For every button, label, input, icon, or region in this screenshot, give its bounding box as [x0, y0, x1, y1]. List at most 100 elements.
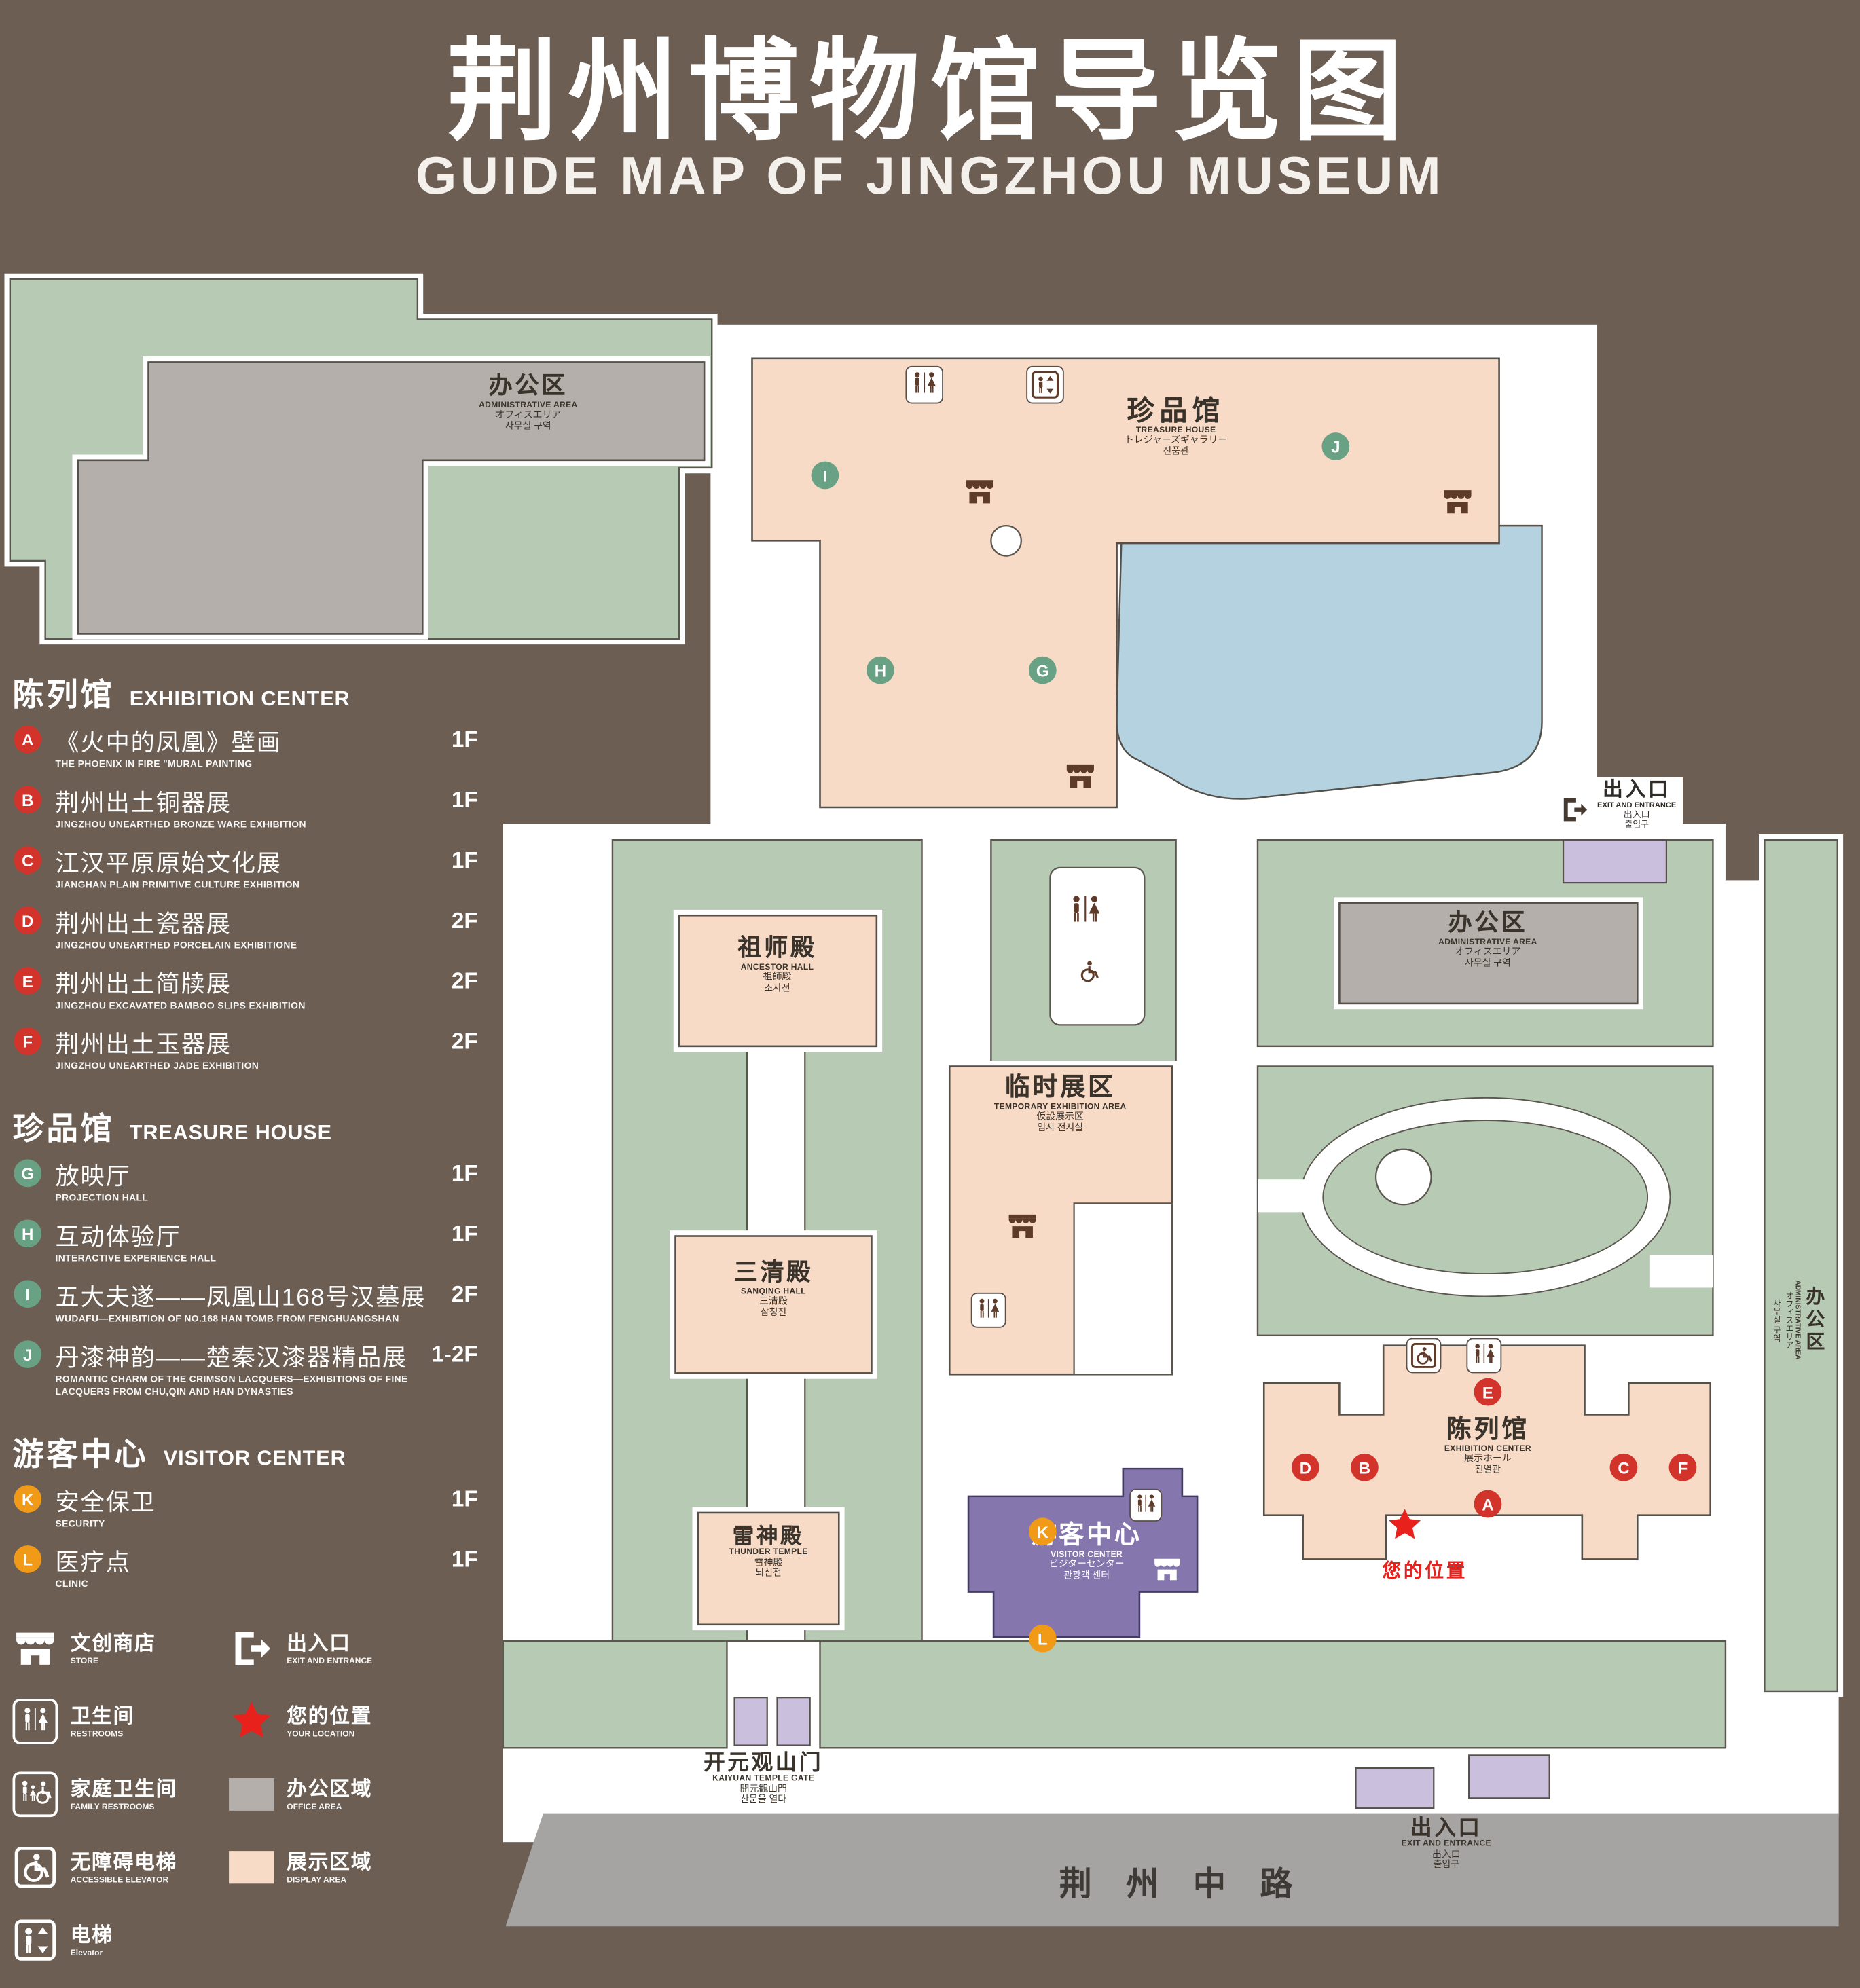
treasure-house-round-feature	[990, 525, 1022, 557]
gate-pillar-east	[776, 1697, 811, 1746]
jp-line: オフィスエリア	[1783, 1291, 1793, 1349]
jp-line: 開元観山門	[740, 1782, 787, 1794]
restrooms-icon	[1129, 1488, 1163, 1522]
item-floor: 1F	[451, 1486, 478, 1512]
letter-badge: I	[14, 1280, 42, 1308]
store-icon	[1064, 760, 1097, 792]
item-floor: 1F	[451, 1221, 478, 1247]
symbol-zh: 展示区域	[287, 1852, 373, 1873]
legend-item-j: J 丹漆神韵——楚秦汉漆器精品展 ROMANTIC CHARM OF THE C…	[13, 1339, 498, 1422]
item-title-zh: 荆州出土瓷器展	[55, 911, 232, 938]
symbol-en: ACCESSIBLE ELEVATOR	[70, 1875, 169, 1885]
map-marker-l: L	[1028, 1624, 1057, 1653]
ancestor-hall-label: 祖师殿 ANCESTOR HALL 祖師殿 조사전	[737, 936, 817, 993]
gate-pillar-west	[733, 1697, 768, 1746]
item-title-en: JINGZHOU UNEARTHED JADE EXHIBITION	[55, 1060, 259, 1071]
legend-section-exhibition-center: 陈列馆 EXHIBITION CENTER	[13, 670, 498, 713]
kr-line: 진열관	[1474, 1463, 1501, 1475]
symbol-en: STORE	[70, 1657, 98, 1665]
kr-line: 임시 전시실	[1037, 1121, 1084, 1133]
letter-badge: K	[14, 1485, 42, 1513]
page-subtitle: GUIDE MAP OF JINGZHOU MUSEUM	[415, 145, 1445, 205]
sanqing-hall-label: 三清殿 SANQING HALL 三清殿 삼청전	[734, 1260, 814, 1318]
en-line: SANQING HALL	[740, 1287, 807, 1296]
road	[505, 1813, 1839, 1927]
zh-line: 珍品馆	[1127, 394, 1225, 426]
exit-right-pavilion	[1562, 839, 1668, 884]
admin-top-building	[77, 361, 706, 635]
map-marker-e: E	[1474, 1378, 1502, 1406]
admin-right-building	[1338, 902, 1639, 1005]
store-icon	[1152, 1554, 1182, 1584]
temporary-exhibition-label: 临时展区 TEMPORARY EXHIBITION AREA 仮設展示区 임시 …	[994, 1074, 1127, 1134]
item-floor: 2F	[451, 908, 478, 934]
symbol-zh: 出入口	[287, 1632, 351, 1655]
thunder-temple-label: 雷神殿 THUNDER TEMPLE 雷神殿 뇌신전	[729, 1524, 807, 1579]
en-line: EXHIBITION CENTER	[1444, 1444, 1531, 1454]
en-line: EXIT AND ENTRANCE	[1597, 803, 1677, 811]
item-title-en: ROMANTIC CHARM OF THE CRIMSON LACQUERS—E…	[55, 1373, 408, 1397]
garden-plaza	[1374, 1148, 1432, 1206]
restrooms-icon	[905, 365, 943, 404]
legend-item-g: G 放映厅 PROJECTION HALL 1F	[13, 1158, 498, 1219]
item-floor: 1-2F	[431, 1342, 478, 1367]
item-title-en: JINGZHOU UNEARTHED BRONZE WARE EXHIBITIO…	[55, 818, 306, 830]
zh-line: 雷神殿	[732, 1524, 805, 1548]
road-name: 荆 州 中 路	[1059, 1864, 1306, 1903]
letter-badge: F	[14, 1027, 42, 1055]
symbol-zh: 您的位置	[287, 1706, 373, 1727]
store-icon	[13, 1626, 58, 1672]
symbol-en: FAMILY RESTROOMS	[70, 1802, 155, 1811]
jp-line: オフィスエリア	[1455, 945, 1521, 957]
admin-side-label: 办公区 ADMINISTRATIVE AREA オフィスエリア 사무실 구역	[1768, 1151, 1827, 1490]
zh-line: 办公区	[1803, 1286, 1825, 1355]
item-title-zh: 五大夫遂——凤凰山168号汉墓展	[55, 1285, 426, 1312]
letter-badge: H	[14, 1219, 42, 1248]
en-line: VISITOR CENTER	[1051, 1550, 1123, 1560]
symbol-zh: 电梯	[70, 1924, 113, 1946]
symbol-zh: 无障碍电梯	[70, 1852, 178, 1873]
treasure-house-building	[751, 357, 1500, 809]
symbol-en: DISPLAY AREA	[287, 1875, 347, 1885]
en-line: EXIT AND ENTRANCE	[1401, 1840, 1491, 1849]
en-line: ANCESTOR HALL	[740, 962, 814, 972]
kr-line: 뇌신전	[755, 1567, 782, 1579]
map-marker-g: G	[1028, 656, 1057, 684]
office-area-swatch	[229, 1771, 274, 1817]
item-title-zh: 医疗点	[55, 1550, 131, 1577]
legend-item-k: K 安全保卫 SECURITY 1F	[13, 1484, 498, 1544]
item-title-en: CLINIC	[55, 1578, 89, 1589]
legend-symbol-exit: 出入口 EXIT AND ENTRANCE	[229, 1612, 498, 1685]
map-marker-b: B	[1351, 1453, 1379, 1481]
item-floor: 1F	[451, 726, 478, 752]
garden-path-stub-east	[1649, 1255, 1713, 1288]
item-floor: 1F	[451, 1546, 478, 1572]
exit-bottom-label: 出入口 EXIT AND ENTRANCE 出入口 출입구	[1402, 1816, 1491, 1871]
item-title-zh: 荆州出土玉器展	[55, 1032, 232, 1059]
accessible-elevator-icon	[1406, 1338, 1442, 1374]
map-marker-k: K	[1028, 1517, 1057, 1546]
store-icon	[1006, 1210, 1039, 1242]
kr-line: 출입구	[1433, 1858, 1459, 1871]
zh-line: 出入口	[1410, 1816, 1482, 1840]
item-title-zh: 安全保卫	[55, 1490, 156, 1517]
item-title-en: JIANGHAN PLAIN PRIMITIVE CULTURE EXHIBIT…	[55, 879, 300, 891]
letter-badge: D	[14, 906, 42, 935]
legend-item-b: B 荆州出土铜器展 JINGZHOU UNEARTHED BRONZE WARE…	[13, 785, 498, 845]
legend-section-visitor-center: 游客中心 VISITOR CENTER	[13, 1430, 498, 1473]
page-title: 荆州博物馆导览图	[447, 29, 1413, 153]
jp-line: 出入口	[1432, 1848, 1461, 1860]
legend-item-l: L 医疗点 CLINIC 1F	[13, 1544, 498, 1604]
your-location-icon	[1386, 1507, 1424, 1545]
map-marker-d: D	[1292, 1453, 1319, 1481]
accessible-elevator-icon	[13, 1845, 58, 1890]
display-area-swatch	[229, 1845, 274, 1890]
treasure-house-label: 珍品馆 TREASURE HOUSE トレジャーズギャラリー 진품관	[1125, 395, 1227, 458]
symbol-zh: 家庭卫生间	[70, 1778, 178, 1801]
kr-line: 산문을 열다	[740, 1793, 787, 1805]
section-title-en: EXHIBITION CENTER	[129, 688, 350, 711]
exit-icon	[1559, 794, 1589, 824]
legend-section-treasure-house: 珍品馆 TREASURE HOUSE	[13, 1104, 498, 1147]
jp-line: オフィスエリア	[495, 409, 562, 420]
